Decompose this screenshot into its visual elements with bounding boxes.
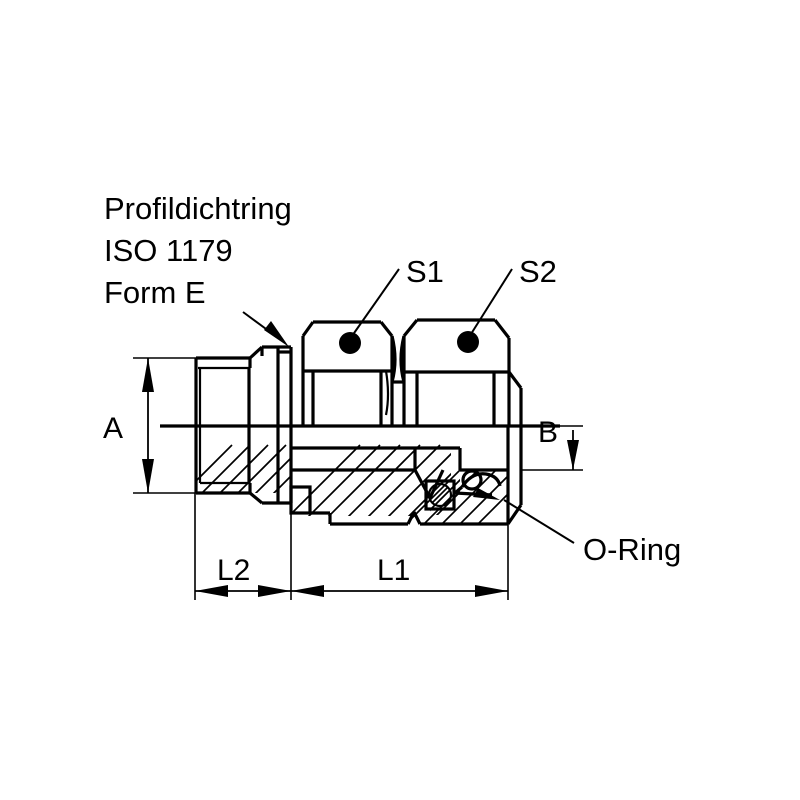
dimension-b-label: B <box>538 416 558 449</box>
oring-detail-right <box>453 469 502 500</box>
internal-bore-lines <box>291 446 508 472</box>
oring-label: O-Ring <box>583 532 681 567</box>
dimension-l2 <box>194 493 292 600</box>
dimension-l2-label: L2 <box>217 554 250 587</box>
collar-lower-section <box>262 426 312 515</box>
callout-oring-leader <box>503 499 575 544</box>
stud-lower-section <box>194 426 264 505</box>
s2-label: S2 <box>519 254 557 289</box>
s2-leader-dot <box>457 331 479 353</box>
seal-ring-leader <box>242 311 289 347</box>
seal-ring-arrowhead <box>264 321 289 347</box>
dimension-l1 <box>291 524 509 600</box>
dimension-a-label: A <box>103 412 123 445</box>
dimension-l1-label: L1 <box>377 554 410 587</box>
dimension-b <box>508 425 583 471</box>
dimension-a <box>133 357 200 494</box>
callout-s2 <box>457 268 513 353</box>
seal-note-line-1: Profildichtring <box>104 191 292 226</box>
s1-leader-dot <box>339 332 361 354</box>
seal-ring-collar <box>260 347 293 426</box>
seal-note-line-3: Form E <box>104 275 206 310</box>
seal-note-line-2: ISO 1179 <box>104 233 233 268</box>
hatch-body-lower <box>291 444 451 516</box>
s1-label: S1 <box>406 254 444 289</box>
oring-cross-section-square <box>424 479 456 511</box>
callout-s1 <box>339 268 400 354</box>
hex-nut-s1 <box>301 320 397 426</box>
